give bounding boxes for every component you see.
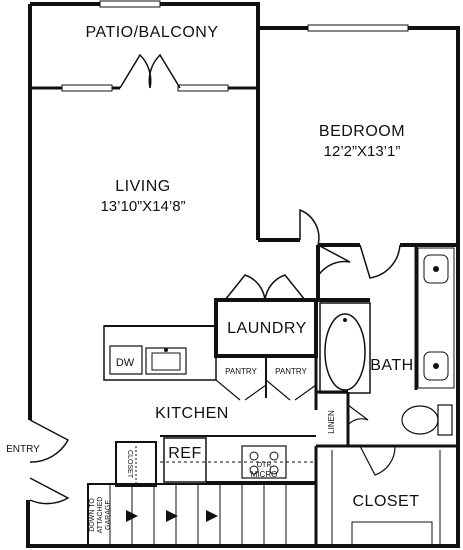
refrigerator-label: REF [168,445,202,462]
exterior-walls [26,0,460,548]
entry-closet [115,441,157,487]
interior-walls [214,88,458,547]
pantry-left-label: PANTRY [225,367,257,376]
closet-label: CLOSET [352,493,419,510]
microwave-bottom-label: MICRO [251,470,278,479]
bedroom-label: BEDROOM [319,123,405,140]
stairs-label-line-2: ATTACHED [97,497,104,534]
stairs-label: DOWN TO ATTACHED GARAGE [89,497,112,534]
stair-arrow-icon [166,510,178,522]
dishwasher-label: DW [116,357,135,369]
bath-label: BATH [370,357,413,374]
stairs-label-line-1: DOWN TO [89,498,96,532]
living-dims: 13’10”X14’8” [100,198,185,215]
stairs [87,483,317,547]
stair-arrow-icon [206,510,218,522]
stair-arrow-icon [126,510,138,522]
patio-label: PATIO/BALCONY [85,24,218,41]
patio-door [119,53,181,89]
bath-fixtures [319,247,455,436]
linen-label: LINEN [327,410,336,434]
laundry-label: LAUNDRY [227,320,307,337]
entry-label: ENTRY [6,444,40,455]
bedroom-dims: 12’2”X13’1” [324,143,401,160]
small-closet-label: CLOSET [126,450,133,479]
living-label: LIVING [115,178,170,195]
microwave-top-label: OTR [257,462,272,469]
kitchen-fixtures [103,325,316,483]
stairs-label-line-3: GARAGE [105,500,112,530]
kitchen-label: KITCHEN [155,405,229,422]
entry-door [29,419,70,505]
pantry-right-label: PANTRY [275,367,307,376]
